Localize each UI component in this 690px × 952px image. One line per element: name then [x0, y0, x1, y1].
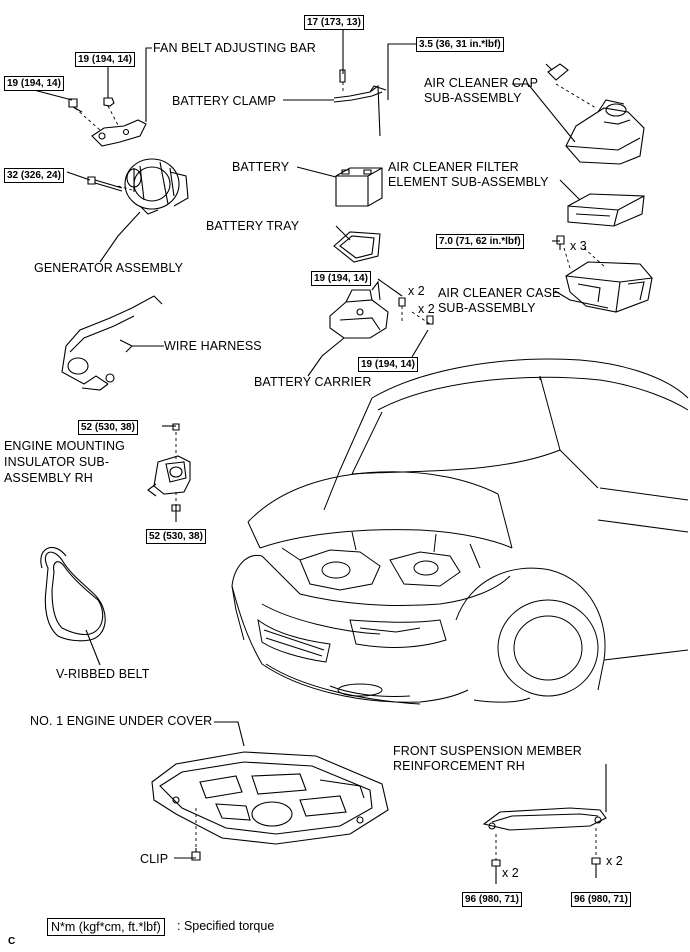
- label-air-cleaner-case-line2: SUB-ASSEMBLY: [438, 301, 536, 315]
- torque-19-left: 19 (194, 14): [4, 76, 64, 91]
- torque-96-right: 96 (980, 71): [571, 892, 631, 907]
- battery-tray: [334, 232, 380, 262]
- reinforcement-bolts: [492, 858, 600, 884]
- torque-19-carrier-top: 19 (194, 14): [311, 271, 371, 286]
- generator-assembly: [125, 159, 188, 214]
- label-air-cleaner-cap-line1: AIR CLEANER CAP: [424, 76, 539, 90]
- label-clip: CLIP: [140, 852, 169, 866]
- torque-19-fan: 19 (194, 14): [75, 52, 135, 67]
- v-ribbed-belt: [41, 547, 105, 640]
- legend-description: : Specified torque: [177, 919, 275, 933]
- figure-code: C: [8, 936, 16, 947]
- label-engine-mount-line2: INSULATOR SUB-: [4, 455, 110, 469]
- label-air-cleaner-filter-line1: AIR CLEANER FILTER: [388, 160, 519, 174]
- label-fan-belt-adjusting-bar: FAN BELT ADJUSTING BAR: [153, 41, 316, 55]
- battery-carrier: [330, 282, 388, 338]
- carrier-bolts: [399, 298, 433, 324]
- label-battery: BATTERY: [232, 160, 290, 174]
- air-cleaner-connector: [546, 64, 568, 80]
- quantity-x2-carrier-top: x 2: [408, 284, 425, 298]
- torque-7-0: 7.0 (71, 62 in.*lbf): [436, 234, 524, 249]
- torque-52-top: 52 (530, 38): [78, 420, 138, 435]
- torque-17: 17 (173, 13): [304, 15, 364, 30]
- fan-belt-adjusting-bar: [92, 120, 146, 146]
- torque-19-carrier-bottom: 19 (194, 14): [358, 357, 418, 372]
- label-wire-harness: WIRE HARNESS: [164, 339, 262, 353]
- label-air-cleaner-filter-line2: ELEMENT SUB-ASSEMBLY: [388, 175, 549, 189]
- air-cleaner-bolt: [557, 236, 564, 250]
- bolt-32: [88, 177, 122, 191]
- car-illustration: [232, 359, 688, 704]
- air-cleaner-cap: [566, 100, 644, 164]
- legend-torque-unit-box: N*m (kgf*cm, ft.*lbf): [47, 918, 165, 936]
- clip: [192, 848, 200, 860]
- quantity-x2-reinforcement-left: x 2: [502, 866, 519, 880]
- front-suspension-reinforcement: [484, 808, 606, 830]
- battery-clamp: [334, 70, 386, 136]
- nut-fan: [104, 98, 114, 106]
- label-battery-tray: BATTERY TRAY: [206, 219, 300, 233]
- label-engine-mount-line3: ASSEMBLY RH: [4, 471, 93, 485]
- quantity-x3-air-cleaner: x 3: [570, 239, 587, 253]
- torque-3-5: 3.5 (36, 31 in.*lbf): [416, 37, 504, 52]
- label-battery-carrier: BATTERY CARRIER: [254, 375, 372, 389]
- label-engine-mount-line1: ENGINE MOUNTING: [4, 439, 125, 453]
- torque-96-left: 96 (980, 71): [462, 892, 522, 907]
- label-front-suspension-line1: FRONT SUSPENSION MEMBER: [393, 744, 582, 758]
- label-generator-assembly: GENERATOR ASSEMBLY: [34, 261, 184, 275]
- torque-52-bottom: 52 (530, 38): [146, 529, 206, 544]
- quantity-x2-carrier-bottom: x 2: [418, 302, 435, 316]
- air-cleaner-filter: [568, 194, 644, 226]
- air-cleaner-case: [566, 262, 652, 312]
- torque-32: 32 (326, 24): [4, 168, 64, 183]
- label-engine-under-cover: NO. 1 ENGINE UNDER COVER: [30, 714, 213, 728]
- label-air-cleaner-case-line1: AIR CLEANER CASE: [438, 286, 561, 300]
- bolt-fan-left: [69, 99, 82, 112]
- engine-under-cover: [152, 752, 388, 844]
- label-front-suspension-line2: REINFORCEMENT RH: [393, 759, 525, 773]
- label-air-cleaner-cap-line2: SUB-ASSEMBLY: [424, 91, 522, 105]
- label-v-ribbed-belt: V-RIBBED BELT: [56, 667, 150, 681]
- label-battery-clamp: BATTERY CLAMP: [172, 94, 277, 108]
- quantity-x2-reinforcement-right: x 2: [606, 854, 623, 868]
- wire-harness: [62, 296, 162, 390]
- leader-lines: [29, 28, 609, 859]
- battery: [336, 168, 382, 206]
- engine-mounting-insulator: [148, 424, 190, 511]
